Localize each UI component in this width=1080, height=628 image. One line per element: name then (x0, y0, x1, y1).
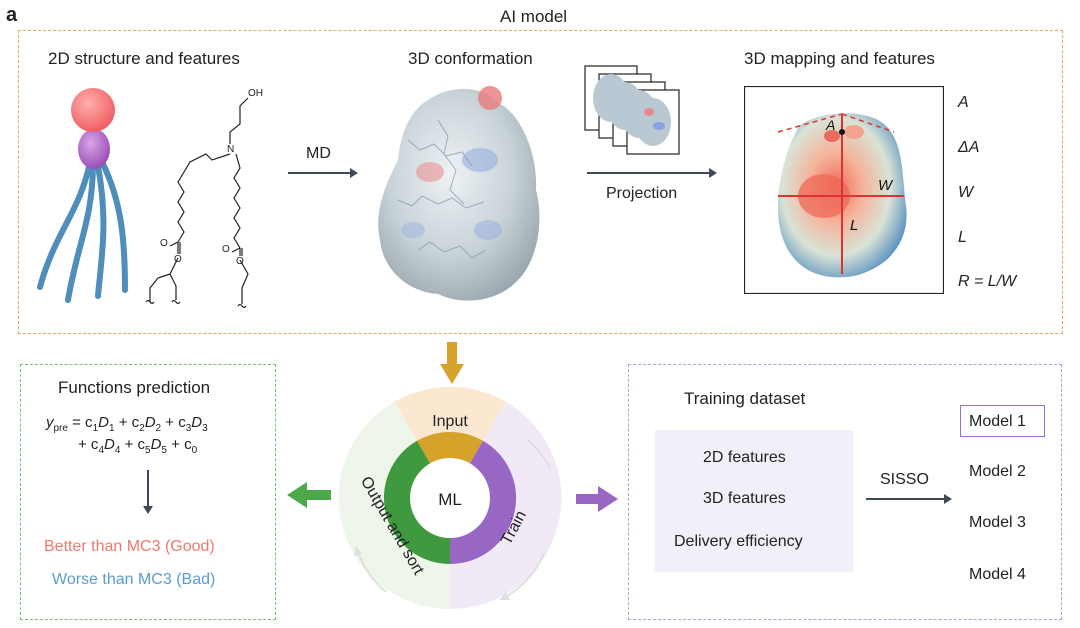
o-label-1: O (160, 238, 168, 249)
feature-w: W (958, 184, 974, 201)
training-box (628, 364, 1062, 620)
worse-than-mc3: Worse than MC3 (Bad) (52, 571, 216, 588)
training-title: Training dataset (684, 389, 806, 408)
o-label-4: O (236, 256, 244, 267)
model-4: Model 4 (969, 566, 1026, 583)
oh-label: OH (248, 88, 263, 99)
ml-center-label: ML (438, 490, 462, 509)
feature-delta-a: ΔA (958, 139, 980, 156)
sisso-label: SISSO (880, 471, 929, 488)
map-label-l: L (850, 217, 858, 234)
model-3: Model 3 (969, 514, 1026, 531)
o-label-2: O (174, 254, 182, 265)
model-1-highlight (960, 405, 1045, 437)
sisso-arrow-icon (866, 494, 952, 504)
model-2: Model 2 (969, 463, 1026, 480)
projection-frames-icon (584, 65, 680, 155)
map-label-w: W (878, 177, 894, 194)
projection-arrow-icon (587, 168, 717, 178)
map-label-a: A (825, 117, 835, 133)
feature-2d: 2D features (703, 449, 786, 466)
lipid-structure-icon: OH N O O O O (145, 88, 263, 309)
md-arrow-icon (288, 168, 358, 178)
training-features-box (655, 430, 853, 572)
formula-line1: ypre = c1D1 + c2D2 + c3D3 (46, 414, 208, 434)
down-arrow-icon (440, 342, 464, 384)
structure-title: 2D structure and features (48, 49, 240, 68)
functions-down-arrow-icon (143, 470, 153, 514)
model-1: Model 1 (969, 413, 1026, 430)
functions-title: Functions prediction (58, 378, 211, 397)
md-label: MD (306, 145, 331, 162)
mapping-title: 3D mapping and features (744, 49, 935, 68)
feature-r: R = L/W (958, 273, 1017, 290)
formula-line2: + c4D4 + c5D5 + c0 (78, 436, 198, 456)
projection-label: Projection (606, 185, 678, 202)
n-label: N (227, 144, 234, 155)
output-arrow-icon (287, 482, 331, 508)
o-label-3: O (222, 244, 230, 255)
cycle-input-label: Input (432, 413, 468, 430)
panel-letter: a (6, 4, 18, 26)
ai-model-box (18, 30, 1063, 334)
lipid-cartoon-icon (37, 88, 128, 303)
functions-prediction-box (20, 364, 276, 620)
mapping-heatmap-icon: A W L (744, 86, 944, 294)
feature-l: L (958, 229, 967, 246)
better-than-mc3: Better than MC3 (Good) (44, 538, 215, 555)
ai-model-title: AI model (500, 7, 568, 26)
conformation-blob-icon (378, 86, 540, 301)
train-arrow-icon (576, 486, 618, 512)
ml-cycle: ML Input Train Output and sort (338, 386, 562, 610)
conformation-title: 3D conformation (408, 49, 533, 68)
feature-a: A (958, 94, 969, 111)
feature-3d: 3D features (703, 490, 786, 507)
feature-delivery-efficiency: Delivery efficiency (674, 533, 803, 550)
